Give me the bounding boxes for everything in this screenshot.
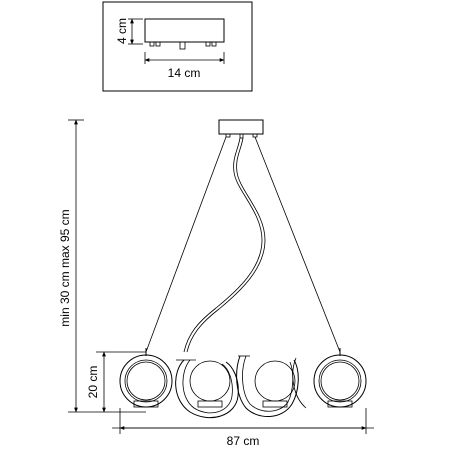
ring-4-inner — [318, 359, 362, 403]
ribbon-4-link — [292, 357, 307, 409]
led-bar-2 — [197, 400, 223, 408]
canopy-center-post — [239, 133, 244, 139]
canopy-inset: 4 cm 14 cm — [102, 1, 253, 92]
inset-height-label: 4 cm — [115, 18, 129, 44]
ribbon-3-outer — [236, 355, 299, 417]
inset-frame — [102, 1, 253, 92]
glass-ball-2 — [189, 360, 231, 402]
globe-4 — [292, 354, 367, 409]
pendant-lamp — [119, 119, 367, 419]
inset-screw-left — [149, 41, 155, 47]
glass-ball-3 — [254, 360, 296, 402]
glass-ball-1 — [126, 361, 166, 401]
inset-canopy — [144, 18, 225, 43]
inset-width-label: 14 cm — [168, 66, 201, 80]
ribbon-2-inner — [182, 359, 233, 414]
height-range-label: min 30 cm max 95 cm — [58, 209, 72, 326]
inset-center-post — [179, 41, 186, 50]
led-bar-4 — [327, 400, 353, 408]
led-bar-3 — [262, 400, 288, 408]
overall-width-label: 87 cm — [227, 434, 260, 448]
ring-1-inner — [124, 359, 168, 403]
suspension-wire-right — [254, 136, 341, 353]
fixture-height-label: 20 cm — [86, 366, 100, 399]
inset-screw-left-2 — [155, 41, 161, 47]
height-range-dimension: min 30 cm max 95 cm — [58, 119, 84, 413]
suspension-wire-left — [145, 136, 227, 353]
globe-3 — [236, 355, 299, 417]
fixture-height-dimension: 20 cm — [68, 351, 146, 413]
ribbon-2-outer — [175, 359, 239, 419]
inset-screw-right — [205, 41, 211, 47]
power-cable — [183, 137, 263, 353]
ring-4-outer — [313, 354, 367, 408]
overall-width-dimension: 87 cm — [112, 408, 374, 448]
led-bar-1 — [133, 400, 159, 408]
globe-1 — [119, 354, 173, 408]
ceiling-canopy — [218, 119, 264, 135]
globe-2 — [175, 359, 239, 419]
glass-ball-4 — [320, 361, 360, 401]
canopy-screw-left — [225, 133, 231, 138]
power-cable-outline — [186, 137, 266, 353]
ring-1-outer — [119, 354, 173, 408]
inset-screw-right-2 — [211, 41, 217, 47]
